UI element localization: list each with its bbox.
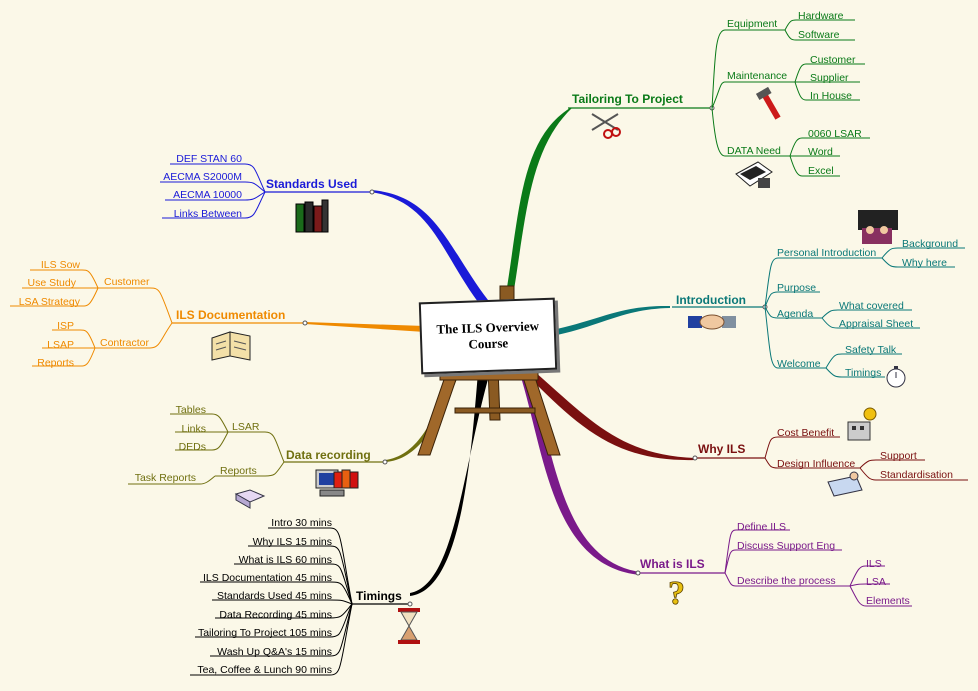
topic-isp[interactable]: ISP (57, 320, 74, 332)
topic-aecma-s2000m[interactable]: AECMA S2000M (163, 171, 242, 183)
topic-reports-data[interactable]: Reports (220, 465, 257, 477)
topic-aecma-10000[interactable]: AECMA 10000 (173, 189, 242, 201)
timings-connectors (190, 527, 353, 676)
topic-describe-process[interactable]: Describe the process (737, 575, 836, 587)
timing-item[interactable]: Wash Up Q&A's 15 mins (217, 646, 332, 658)
topic-cost-benefit[interactable]: Cost Benefit (777, 427, 835, 439)
topic-task-reports[interactable]: Task Reports (134, 472, 196, 484)
branch-what-is-ils[interactable]: What is ILS (640, 557, 705, 571)
timing-item[interactable]: Standards Used 45 mins (217, 590, 332, 602)
branch-tailoring-curve (505, 108, 572, 302)
branch-introduction-curve (552, 305, 670, 336)
topic-why-here[interactable]: Why here (902, 257, 947, 269)
timing-item[interactable]: Tea, Coffee & Lunch 90 mins (197, 664, 332, 676)
what-is-ils-connectors (724, 529, 912, 607)
handshake-icon (688, 314, 736, 330)
book-icon (234, 489, 266, 509)
scissors-icon (591, 113, 621, 139)
standards-connectors (160, 163, 266, 219)
topic-links-between[interactable]: Links Between (173, 208, 242, 220)
topic-use-study[interactable]: Use Study (27, 277, 76, 289)
branch-documentation[interactable]: ILS Documentation (176, 308, 286, 322)
branch-standards[interactable]: Standards Used (266, 177, 358, 191)
topic-background[interactable]: Background (902, 238, 959, 250)
topic-appraisal-sheet[interactable]: Appraisal Sheet (839, 318, 914, 330)
topic-ils[interactable]: ILS (866, 558, 882, 570)
topic-def-stan-60[interactable]: DEF STAN 60 (176, 153, 242, 165)
topic-supplier[interactable]: Supplier (810, 72, 849, 84)
topic-word[interactable]: Word (808, 146, 833, 158)
tailoring-connectors (711, 19, 870, 177)
why-ils-connectors (764, 436, 968, 481)
topic-elements[interactable]: Elements (866, 595, 910, 607)
topic-support[interactable]: Support (880, 450, 917, 462)
books-icon (295, 199, 329, 233)
topic-timings-intro[interactable]: Timings (845, 367, 882, 379)
wrench-icon (755, 86, 781, 120)
people-meeting-icon (858, 210, 898, 244)
timing-item[interactable]: Tailoring To Project 105 mins (197, 627, 332, 639)
topic-agenda[interactable]: Agenda (777, 308, 814, 320)
topic-hardware[interactable]: Hardware (798, 10, 844, 22)
branch-why-ils[interactable]: Why ILS (698, 442, 746, 456)
branch-introduction[interactable]: Introduction (676, 293, 746, 307)
stopwatch-icon (886, 366, 906, 388)
computer-disk-icon (735, 161, 773, 188)
topic-in-house[interactable]: In House (810, 90, 853, 102)
branch-tailoring[interactable]: Tailoring To Project (572, 92, 683, 106)
open-book-icon (211, 331, 251, 361)
timing-item[interactable]: ILS Documentation 45 mins (203, 572, 332, 584)
topic-lsar[interactable]: LSAR (232, 421, 260, 433)
topic-what-covered[interactable]: What covered (839, 300, 904, 312)
topic-0060-lsar[interactable]: 0060 LSAR (808, 128, 862, 140)
topic-maintenance[interactable]: Maintenance (727, 70, 788, 82)
designer-icon (827, 471, 863, 497)
central-topic-title: The ILS Overview Course (436, 318, 540, 352)
central-topic[interactable]: The ILS Overview Course (418, 297, 558, 375)
topic-welcome[interactable]: Welcome (777, 358, 821, 370)
branch-why-ils-curve (530, 372, 695, 461)
topic-design-influence[interactable]: Design Influence (777, 458, 856, 470)
branch-documentation-curve (305, 322, 425, 332)
documentation-connectors (10, 269, 173, 367)
topic-data-need[interactable]: DATA Need (727, 145, 781, 157)
topic-personal-introduction[interactable]: Personal Introduction (777, 247, 877, 259)
topic-purpose[interactable]: Purpose (777, 282, 817, 294)
introduction-connectors (764, 247, 965, 378)
topic-tables[interactable]: Tables (175, 404, 206, 416)
topic-lsa-strategy[interactable]: LSA Strategy (18, 296, 80, 308)
factory-icon (847, 407, 877, 441)
data-recording-connectors (128, 413, 285, 485)
topic-customer[interactable]: Customer (810, 54, 856, 66)
timing-item[interactable]: Why ILS 15 mins (252, 536, 332, 548)
topic-equipment[interactable]: Equipment (727, 18, 778, 30)
timing-item[interactable]: Intro 30 mins (271, 517, 332, 529)
topic-deds[interactable]: DEDs (178, 441, 206, 453)
branch-data-recording[interactable]: Data recording (286, 448, 371, 462)
branch-timings[interactable]: Timings (356, 589, 402, 603)
branch-timings-curve (410, 372, 490, 596)
topic-reports-doc[interactable]: Reports (37, 357, 74, 369)
topic-safety-talk[interactable]: Safety Talk (845, 344, 897, 356)
topic-links[interactable]: Links (181, 423, 206, 435)
topic-customer-doc[interactable]: Customer (104, 276, 150, 288)
topic-contractor[interactable]: Contractor (100, 337, 150, 349)
topic-ils-sow[interactable]: ILS Sow (40, 259, 80, 271)
topic-define-ils[interactable]: Define ILS (737, 521, 787, 533)
topic-lsap[interactable]: LSAP (47, 339, 74, 351)
topic-discuss-support-eng[interactable]: Discuss Support Eng (737, 540, 836, 552)
topic-lsa[interactable]: LSA (866, 576, 886, 588)
hourglass-icon (398, 608, 420, 644)
topic-standardisation[interactable]: Standardisation (880, 469, 953, 481)
svg-text:?: ? (668, 575, 685, 612)
topic-software[interactable]: Software (798, 29, 840, 41)
topic-excel[interactable]: Excel (808, 165, 834, 177)
branch-underlines (172, 107, 765, 605)
timing-item[interactable]: What is ILS 60 mins (238, 554, 332, 566)
question-mark-icon: ? (668, 575, 686, 613)
monitor-files-icon (315, 469, 359, 497)
timing-item[interactable]: Data Recording 45 mins (219, 609, 332, 621)
branch-standards-curve (370, 190, 488, 302)
